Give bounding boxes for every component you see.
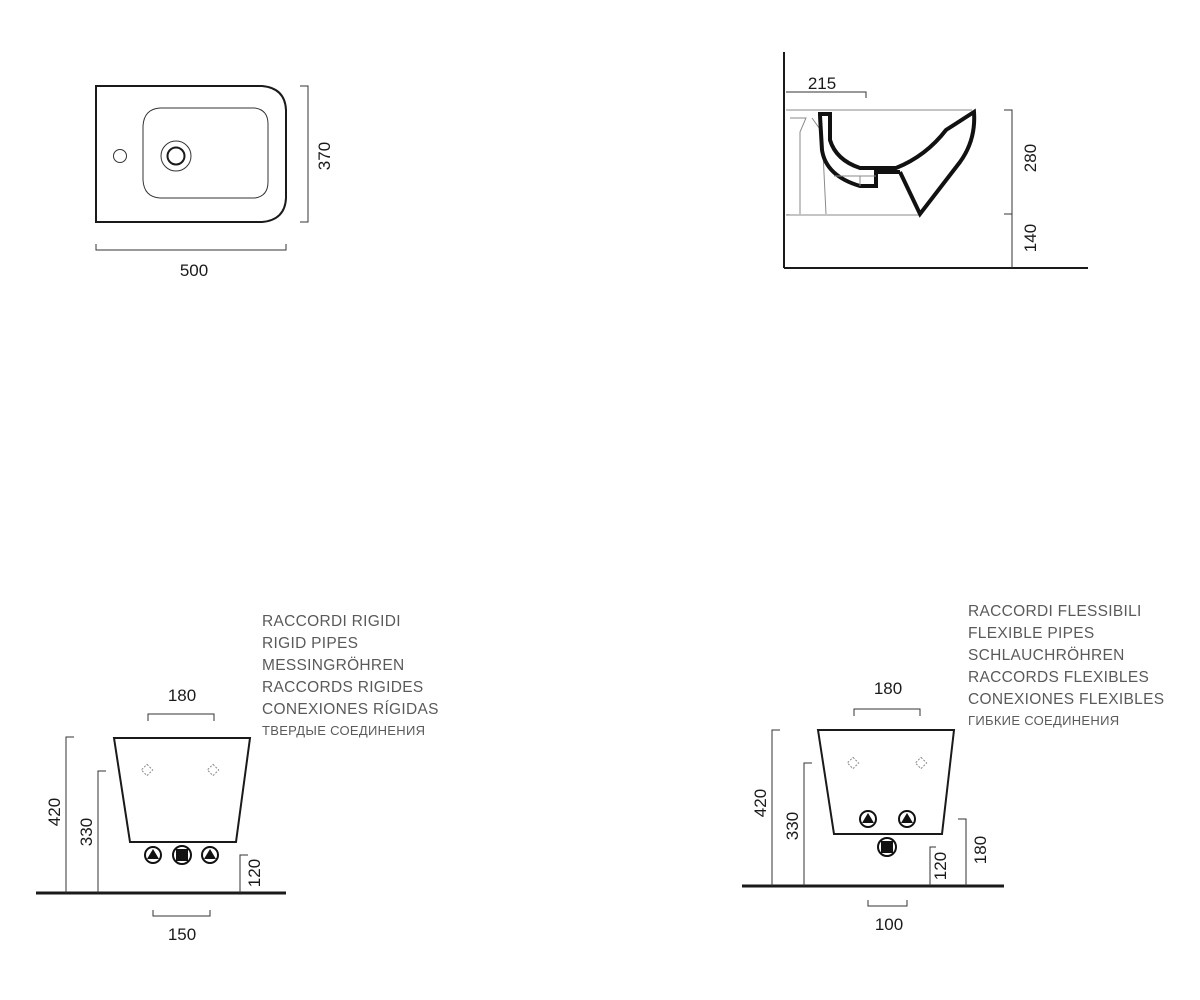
side-height-label: 280 (1021, 144, 1040, 172)
rigid-inlet-right-icon (201, 846, 219, 864)
flexible-inlet-pair-height-label: 180 (971, 836, 990, 864)
top-view-outline (95, 85, 287, 223)
rigid-inlet-height-label: 330 (77, 818, 96, 846)
flexible-caption-2: SCHLAUCHRÖHREN (968, 646, 1125, 664)
flexible-spacing-label: 100 (875, 915, 903, 934)
rigid-captions: RACCORDI RIGIDI RIGID PIPES MESSINGRÖHRE… (262, 613, 439, 738)
flexible-inlet-right-icon (898, 810, 916, 828)
rigid-total-height-label: 420 (45, 798, 64, 826)
rigid-bowl-outline (112, 737, 252, 843)
flexible-outlet-height-label: 120 (931, 852, 950, 880)
flexible-inlet-left-icon (859, 810, 877, 828)
rigid-spacing-label: 150 (168, 925, 196, 944)
flexible-caption-5: ГИБКИЕ СОЕДИНЕНИЯ (968, 713, 1119, 728)
flexible-caption-1: FLEXIBLE PIPES (968, 625, 1095, 642)
top-view: 500 370 (95, 85, 334, 280)
rigid-caption-3: RACCORDS RIGIDES (262, 679, 424, 696)
drain-inner-icon (166, 146, 186, 166)
top-view-basin (142, 107, 269, 199)
bowl-profile (818, 108, 977, 218)
flexible-caption-0: RACCORDI FLESSIBILI (968, 603, 1142, 620)
flexible-front-view: RACCORDI FLESSIBILI FLEXIBLE PIPES SCHLA… (742, 603, 1164, 934)
rigid-caption-0: RACCORDI RIGIDI (262, 613, 401, 630)
rigid-outlet-height-label: 120 (245, 859, 264, 887)
rigid-caption-2: MESSINGRÖHREN (262, 656, 405, 674)
rigid-caption-5: ТВЕРДЫЕ СОЕДИНЕНИЯ (262, 723, 425, 738)
side-offset-label: 215 (808, 74, 836, 93)
flexible-inlet-height-label: 330 (783, 812, 802, 840)
top-width-label: 500 (180, 261, 208, 280)
drain-outer-icon (160, 140, 192, 172)
tap-hole-icon (113, 149, 127, 163)
flexible-width-label: 180 (874, 679, 902, 698)
flexible-bowl-outline (816, 729, 956, 835)
rigid-outlet-icon (172, 845, 192, 865)
rigid-width-label: 180 (168, 686, 196, 705)
rigid-caption-1: RIGID PIPES (262, 635, 358, 652)
side-floor-label: 140 (1021, 224, 1040, 252)
rigid-inlet-left-icon (144, 846, 162, 864)
side-view: 215 280 140 (783, 52, 1088, 269)
top-depth-label: 370 (315, 142, 334, 170)
rigid-front-view: RACCORDI RIGIDI RIGID PIPES MESSINGRÖHRE… (36, 613, 439, 944)
flexible-caption-3: RACCORDS FLEXIBLES (968, 669, 1149, 686)
flexible-total-height-label: 420 (751, 789, 770, 817)
flexible-caption-4: CONEXIONES FLEXIBLES (968, 691, 1164, 708)
flexible-captions: RACCORDI FLESSIBILI FLEXIBLE PIPES SCHLA… (968, 603, 1164, 728)
rigid-caption-4: CONEXIONES RÍGIDAS (262, 701, 439, 718)
flexible-outlet-icon (877, 837, 897, 857)
